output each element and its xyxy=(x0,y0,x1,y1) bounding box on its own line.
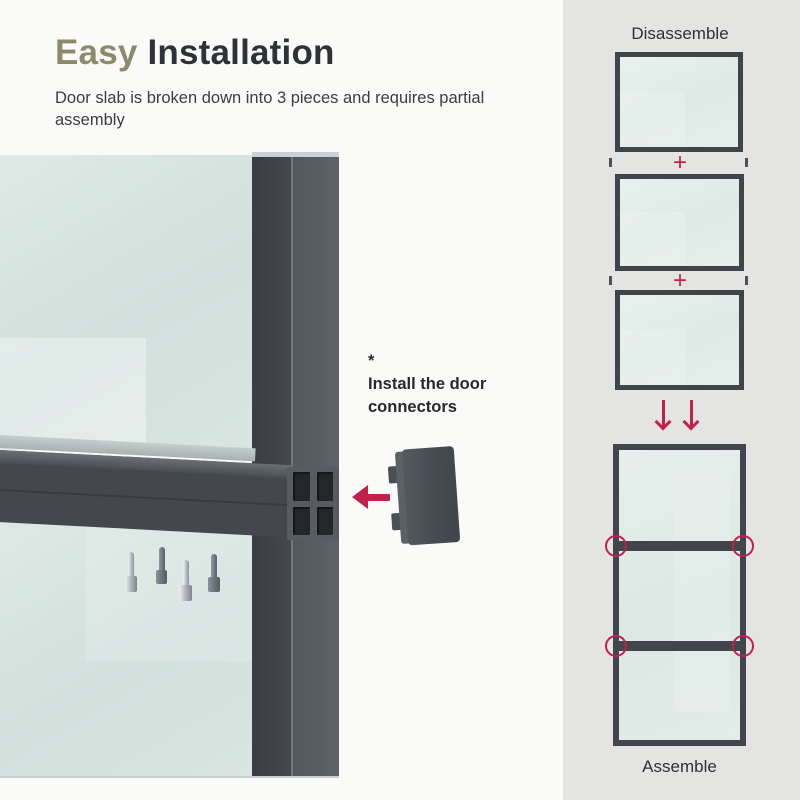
asterisk: * xyxy=(368,352,375,370)
connector-face xyxy=(401,446,461,546)
bolt-head xyxy=(208,577,220,592)
bolt-shaft xyxy=(211,554,217,578)
door-piece-middle xyxy=(615,174,744,271)
note-line-2: connectors xyxy=(368,398,457,416)
disassemble-label: Disassemble xyxy=(631,24,729,43)
rail-chamber xyxy=(316,472,333,501)
door-stile-edge-highlight xyxy=(291,155,293,778)
arrow-head xyxy=(654,413,672,431)
plus-icon: + xyxy=(672,149,687,176)
door-rail-seam xyxy=(0,488,290,507)
door-mullion xyxy=(613,641,746,651)
joint-circle xyxy=(605,635,627,657)
page-title: Easy Installation xyxy=(55,33,335,73)
arrow-stem xyxy=(661,400,665,427)
bolt-shaft xyxy=(158,547,165,571)
glass-reflection xyxy=(620,212,686,266)
arrow-head xyxy=(682,413,700,431)
install-note: * Install the door connectors xyxy=(368,350,486,419)
hex-bolt-silver xyxy=(125,552,137,592)
arrow-stem xyxy=(689,400,693,427)
rail-chamber xyxy=(293,506,310,535)
arrow-down-icon xyxy=(654,400,672,434)
plus-icon: + xyxy=(672,267,687,294)
bolt-head xyxy=(179,585,192,601)
glass-reflection xyxy=(0,337,147,450)
note-line-1: Install the door xyxy=(368,375,487,393)
assembled-door xyxy=(613,444,746,746)
glass-reflection xyxy=(620,91,685,147)
bolt-shaft xyxy=(128,552,134,577)
rail-chamber xyxy=(293,472,310,501)
door-connector xyxy=(387,446,468,547)
arrow-shaft xyxy=(366,493,390,501)
door-rail xyxy=(0,450,292,538)
joint-circle xyxy=(732,535,754,557)
rail-cross-section xyxy=(287,467,339,540)
title-accent-word: Easy xyxy=(55,33,138,72)
page-subtitle: Door slab is broken down into 3 pieces a… xyxy=(55,89,485,129)
glass-reflection xyxy=(620,329,686,385)
joint-circle xyxy=(605,535,627,557)
bolt-shaft xyxy=(182,560,189,586)
hex-bolt-silver xyxy=(179,560,192,601)
glass-reflection xyxy=(673,473,731,711)
bolt-head xyxy=(156,570,167,584)
joint-tick xyxy=(609,158,612,167)
door-piece-top xyxy=(615,52,743,152)
joint-tick xyxy=(745,276,748,285)
joint-tick xyxy=(745,158,748,167)
hex-bolt-gray xyxy=(208,554,220,592)
door-stile-side-face xyxy=(293,155,339,778)
joint-tick xyxy=(609,276,612,285)
arrow-left-icon xyxy=(352,482,390,512)
door-piece-bottom xyxy=(615,290,744,390)
door-mullion xyxy=(613,541,746,551)
bolt-head xyxy=(125,576,137,592)
rail-chamber xyxy=(316,506,333,535)
title-rest: Installation xyxy=(137,33,335,72)
door-stile-top-cap xyxy=(252,152,339,157)
arrow-down-icon xyxy=(682,400,700,434)
arrow-head xyxy=(352,485,368,509)
door-bottom-edge xyxy=(0,776,339,778)
hex-bolt-gray xyxy=(156,547,167,584)
joint-circle xyxy=(732,635,754,657)
door-glass-upper xyxy=(0,155,252,450)
assemble-label: Assemble xyxy=(642,757,717,776)
